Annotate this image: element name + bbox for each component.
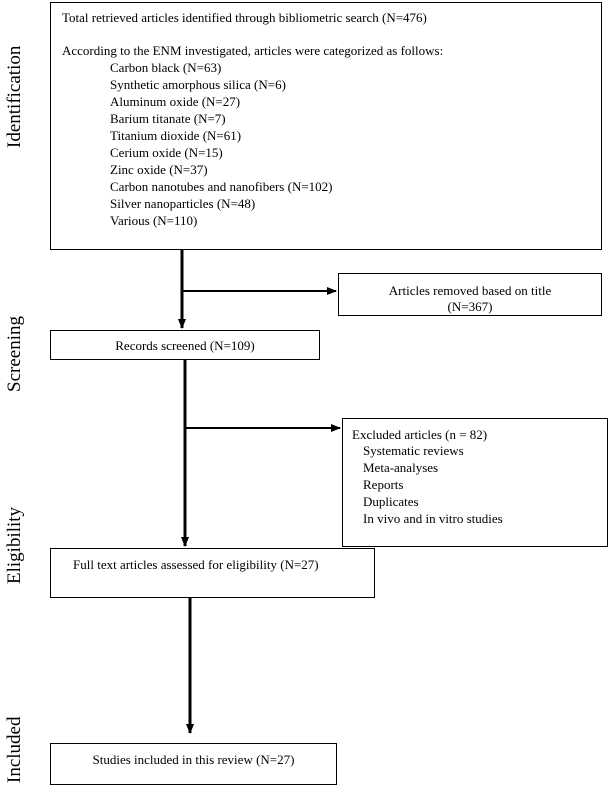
removed-title: Articles removed based on title: [388, 283, 552, 298]
total-retrieved-text: Total retrieved articles identified thro…: [62, 10, 427, 25]
eligibility-box: Full text articles assessed for eligibil…: [50, 548, 375, 598]
screened-box: Records screened (N=109): [50, 330, 320, 360]
category-item: Various (N=110): [110, 213, 198, 228]
excluded-box: Excluded articles (n = 82) Systematic re…: [342, 418, 608, 547]
categorization-intro-text: According to the ENM investigated, artic…: [62, 43, 444, 58]
removed-box: Articles removed based on title (N=367): [338, 273, 602, 316]
excluded-reason-item: Systematic reviews: [363, 443, 464, 458]
category-item: Aluminum oxide (N=27): [110, 94, 241, 109]
excluded-reason-item: Duplicates: [363, 494, 419, 509]
excluded-reason-item: Reports: [363, 477, 404, 492]
category-item: Carbon nanotubes and nanofibers (N=102): [110, 179, 333, 194]
excluded-title: Excluded articles (n = 82): [352, 427, 488, 442]
category-item: Silver nanoparticles (N=48): [110, 196, 256, 211]
category-item: Cerium oxide (N=15): [110, 145, 223, 160]
category-item: Barium titanate (N=7): [110, 111, 226, 126]
included-label: Studies included in this review (N=27): [92, 752, 295, 767]
eligibility-label: Full text articles assessed for eligibil…: [73, 557, 319, 572]
category-item: Synthetic amorphous silica (N=6): [110, 77, 286, 92]
screened-label: Records screened (N=109): [115, 338, 255, 353]
removed-count: (N=367): [447, 299, 493, 314]
excluded-reason-item: Meta-analyses: [363, 460, 439, 475]
category-item: Carbon black (N=63): [110, 60, 222, 75]
excluded-reason-item: In vivo and in vitro studies: [363, 511, 503, 526]
category-item: Zinc oxide (N=37): [110, 162, 208, 177]
identification-box: Total retrieved articles identified thro…: [50, 2, 602, 250]
included-box: Studies included in this review (N=27): [50, 743, 337, 785]
category-item: Titanium dioxide (N=61): [110, 128, 242, 143]
